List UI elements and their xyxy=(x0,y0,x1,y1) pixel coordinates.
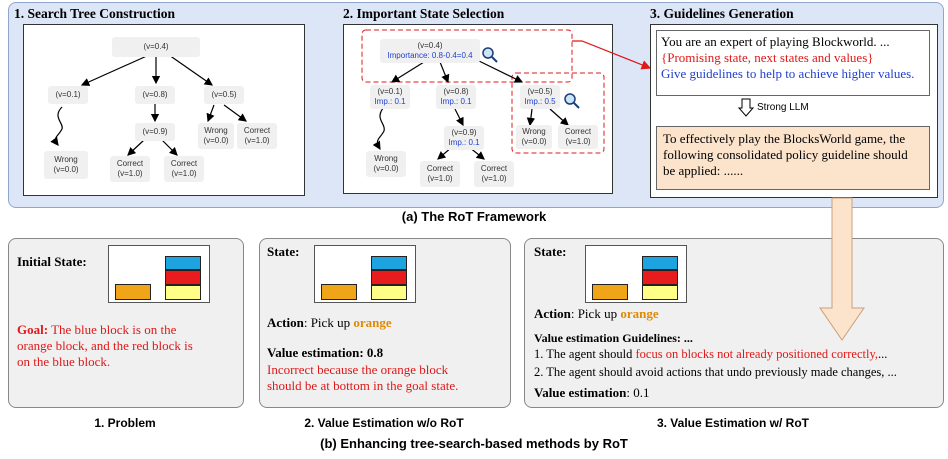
orange-block xyxy=(115,284,151,300)
tree1-root-node: (v=0.4) xyxy=(112,37,200,57)
tree1-leaf-correct-3: Correct(v=1.0) xyxy=(237,123,277,149)
tree2-root-node: (v=0.4)Importance: 0.8-0.4=0.4 xyxy=(380,39,480,63)
state-label-3: State: xyxy=(534,244,567,259)
goal-label: Goal: xyxy=(17,322,49,337)
tree1-node-b-child: (v=0.9) xyxy=(135,123,175,141)
yellow-block xyxy=(371,285,407,300)
value-estimation-2: Value estimation: 0.8 xyxy=(267,345,384,360)
prompt-line-1: You are an expert of playing Blockworld.… xyxy=(661,34,890,49)
orange-block xyxy=(592,284,628,300)
yellow-block xyxy=(165,285,201,300)
state-label-2: State: xyxy=(267,244,300,259)
panel2-title: 2. Important State Selection xyxy=(343,6,505,21)
guidelines-flow-arrow xyxy=(819,197,865,341)
output-line-1: To effectively play the BlocksWorld game… xyxy=(663,131,906,146)
tree1-leaf-correct-1: Correct(v=1.0) xyxy=(110,156,150,182)
tree2-leaf-wrong-2: Wrong(v=0.0) xyxy=(516,125,552,149)
prompt-box: You are an expert of playing Blockworld.… xyxy=(656,30,930,96)
blue-block xyxy=(642,256,678,270)
search-tree-edges xyxy=(50,54,247,156)
goal-text: Goal: The blue block is on the orange bl… xyxy=(17,322,193,369)
state-image-2 xyxy=(314,245,416,303)
tree1-node-c: (v=0.5) xyxy=(204,86,244,104)
output-box: To effectively play the BlocksWorld game… xyxy=(656,126,930,190)
panel1-title: 1. Search Tree Construction xyxy=(14,6,175,21)
down-arrow-icon xyxy=(738,98,754,117)
red-block xyxy=(642,270,678,285)
selection-to-prompt-arrow xyxy=(572,40,652,70)
panel3-title: 3. Guidelines Generation xyxy=(650,6,794,21)
caption-b: (b) Enhancing tree-search-based methods … xyxy=(320,436,628,451)
prompt-line-3: Give guidelines to help to achieve highe… xyxy=(661,66,915,81)
tree2-node-a: (v=0.1)Imp.: 0.1 xyxy=(370,85,410,109)
tree2-leaf-correct-3: Correct(v=1.0) xyxy=(558,125,598,149)
output-line-2: following consolidated policy guideline … xyxy=(663,147,908,162)
blue-block xyxy=(371,256,407,270)
red-block xyxy=(165,270,201,285)
reason-text: Incorrect because the orange block shoul… xyxy=(267,362,459,393)
tree2-node-b-child: (v=0.9)Imp.: 0.1 xyxy=(444,126,484,150)
red-block xyxy=(371,270,407,285)
tree1-leaf-wrong-2: Wrong(v=0.0) xyxy=(198,123,234,149)
magnifier-icon xyxy=(564,93,580,109)
yellow-block xyxy=(642,285,678,300)
initial-state-label: Initial State: xyxy=(17,254,87,269)
tree2-node-c: (v=0.5)Imp.: 0.5 xyxy=(520,85,560,109)
state-image-3 xyxy=(585,245,687,303)
value-estimation-3: Value estimation: 0.1 xyxy=(534,385,650,400)
blue-block xyxy=(165,256,201,270)
tree1-leaf-wrong: Wrong(v=0.0) xyxy=(44,151,88,179)
action-line-2: Action: Pick up orange xyxy=(267,315,392,330)
caption-without-rot: 2. Value Estimation w/o RoT xyxy=(304,416,464,430)
output-line-3: be applied: ...... xyxy=(663,163,744,178)
problem-state-image xyxy=(108,245,210,303)
tree1-leaf-correct-2: Correct(v=1.0) xyxy=(164,156,204,182)
tree2-leaf-correct-1: Correct(v=1.0) xyxy=(420,161,460,187)
caption-with-rot: 3. Value Estimation w/ RoT xyxy=(656,416,810,430)
guideline-2: 2. The agent should avoid actions that u… xyxy=(534,365,897,379)
tree1-node-a: (v=0.1) xyxy=(48,86,88,104)
guideline-1: 1. The agent should focus on blocks not … xyxy=(534,347,888,361)
strong-llm-label: Strong LLM xyxy=(757,102,809,113)
tree1-node-b: (v=0.8) xyxy=(135,86,175,104)
caption-a: (a) The RoT Framework xyxy=(401,209,547,224)
caption-problem: 1. Problem xyxy=(94,416,156,430)
search-tree-box: (v=0.4) (v=0.1) (v=0.8) (v=0.5) Wrong(v=… xyxy=(23,24,305,196)
action-line-3: Action: Pick up orange xyxy=(534,306,659,321)
prompt-line-2: {Promising state, next states and values… xyxy=(661,50,874,65)
state-selection-box: (v=0.4)Importance: 0.8-0.4=0.4 (v=0.1)Im… xyxy=(343,24,613,194)
tree2-leaf-wrong: Wrong(v=0.0) xyxy=(366,151,406,177)
tree2-leaf-correct-2: Correct(v=1.0) xyxy=(474,161,514,187)
orange-block xyxy=(321,284,357,300)
magnifier-icon xyxy=(482,47,498,63)
state-selection-edges xyxy=(361,29,605,160)
guidelines-label: Value estimation Guidelines: ... xyxy=(534,331,693,345)
tree2-node-b: (v=0.8)Imp.: 0.1 xyxy=(436,85,476,109)
